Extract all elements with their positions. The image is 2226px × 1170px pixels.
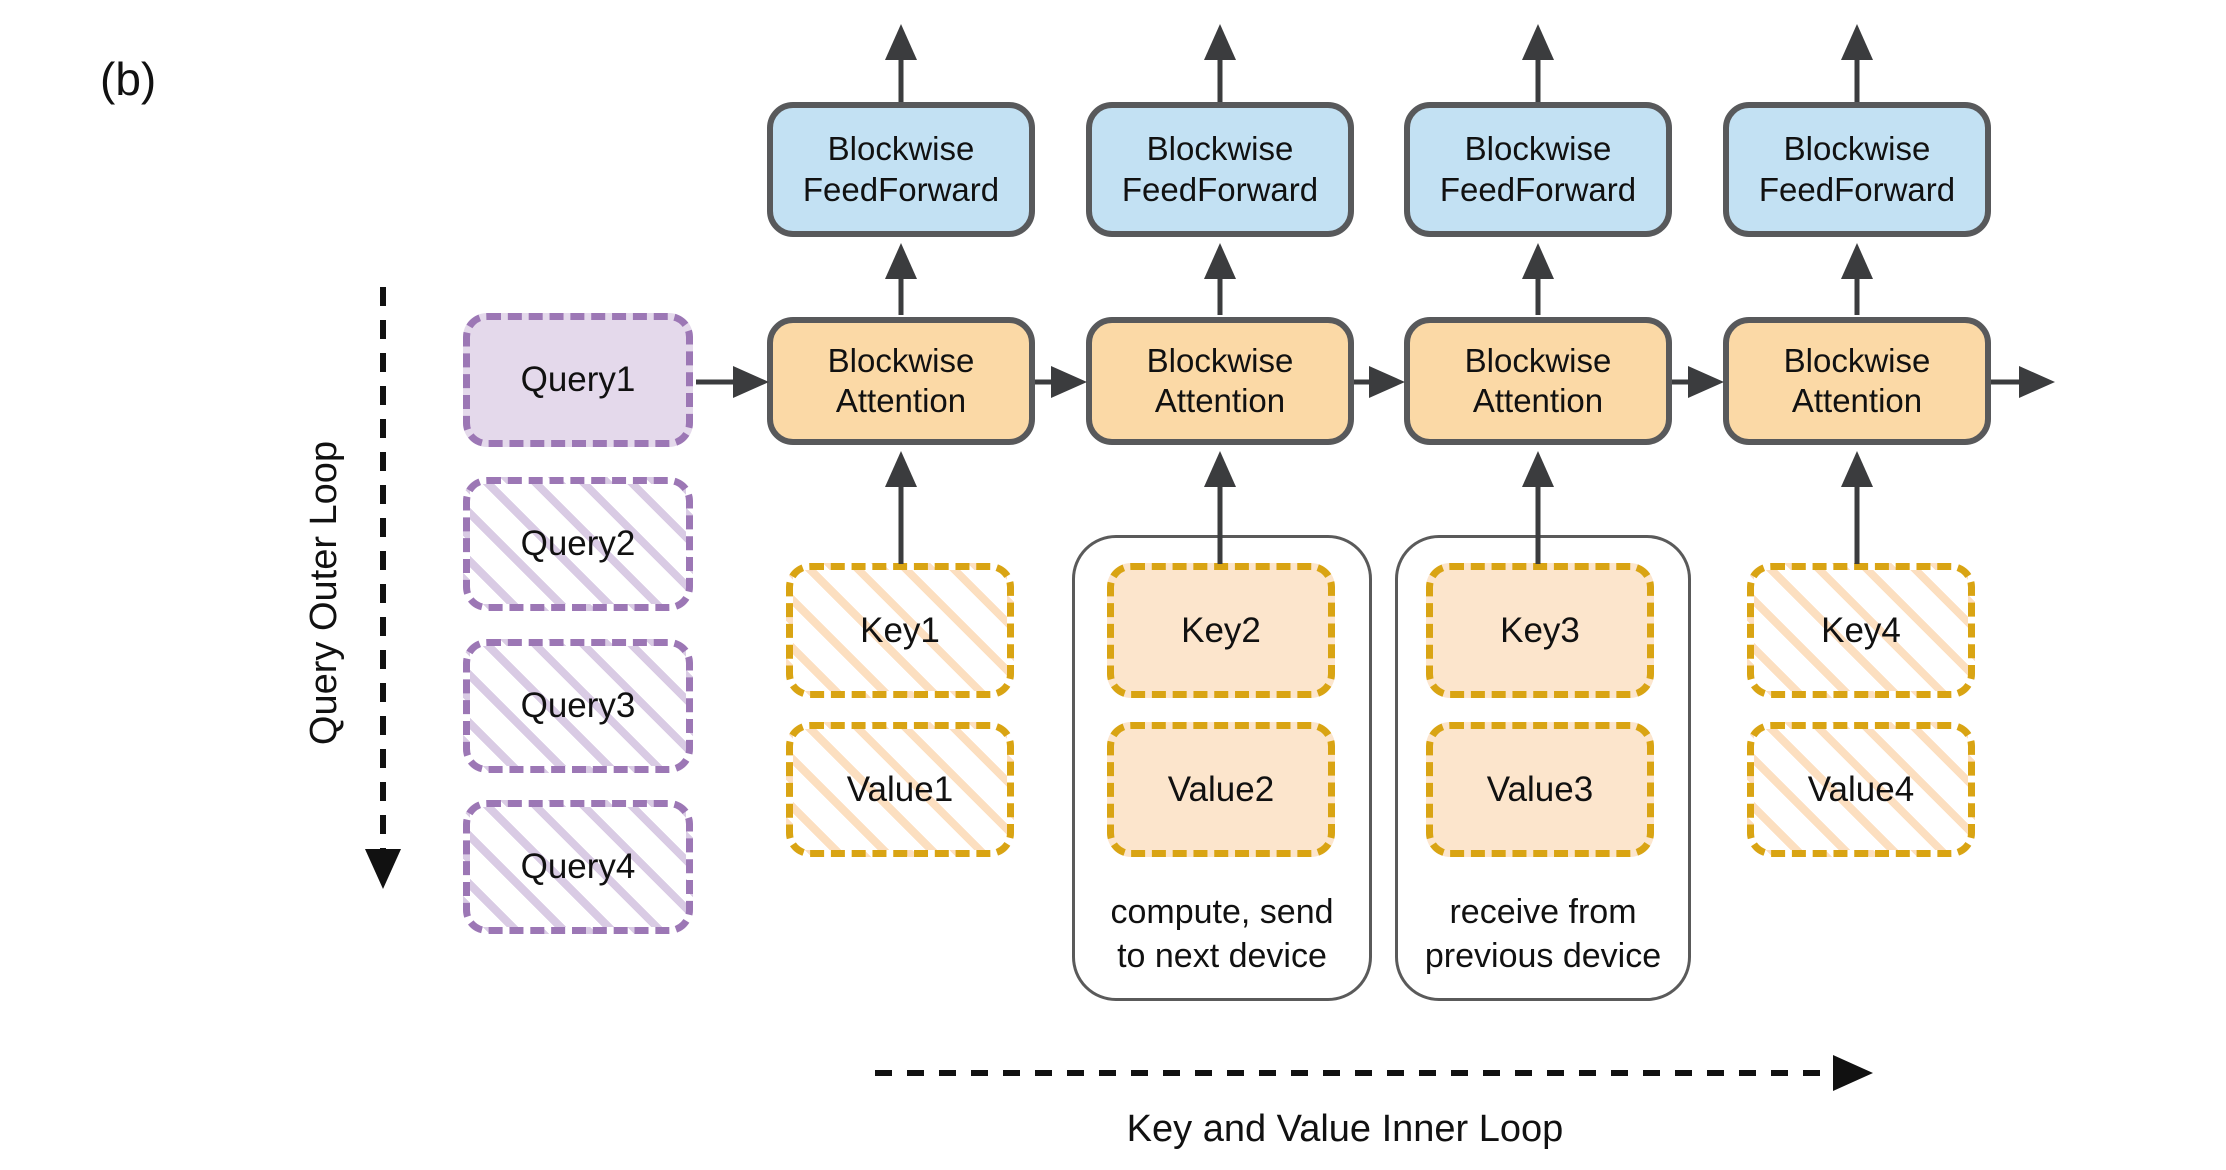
- value-block-3: Value3: [1426, 722, 1654, 857]
- attention-block-3-label: Blockwise Attention: [1464, 341, 1612, 419]
- kv-inner-loop-label: Key and Value Inner Loop: [1126, 1108, 1564, 1150]
- attention-block-1: Blockwise Attention: [767, 317, 1035, 445]
- key-block-2-label: Key2: [1181, 610, 1261, 650]
- value-block-4: Value4: [1747, 722, 1975, 857]
- query-block-4: Query4: [463, 800, 693, 934]
- query-block-1: Query1: [463, 313, 693, 447]
- kv-container-compute-send-note: compute, send to next device: [1110, 892, 1334, 975]
- attention-block-4: Blockwise Attention: [1723, 317, 1991, 445]
- key-block-3: Key3: [1426, 563, 1654, 698]
- value-block-2: Value2: [1107, 722, 1335, 857]
- query-block-3-label: Query3: [520, 686, 636, 725]
- feedforward-block-2-label: Blockwise FeedForward: [1121, 130, 1319, 208]
- feedforward-block-2: Blockwise FeedForward: [1086, 102, 1354, 237]
- key-block-1-label: Key1: [860, 610, 940, 650]
- query-block-4-label: Query4: [520, 847, 636, 886]
- feedforward-block-1-label: Blockwise FeedForward: [802, 130, 1000, 208]
- key-block-2: Key2: [1107, 563, 1335, 698]
- query-outer-loop-label: Query Outer Loop: [303, 440, 345, 746]
- key-block-4: Key4: [1747, 563, 1975, 698]
- feedforward-block-1: Blockwise FeedForward: [767, 102, 1035, 237]
- feedforward-block-4-label: Blockwise FeedForward: [1758, 130, 1956, 208]
- value-block-2-label: Value2: [1167, 769, 1275, 809]
- figure-label: (b): [100, 53, 157, 105]
- kv-container-receive-note: receive from previous device: [1424, 892, 1662, 975]
- attention-block-3: Blockwise Attention: [1404, 317, 1672, 445]
- attention-block-2-label: Blockwise Attention: [1146, 341, 1294, 419]
- key-block-1: Key1: [786, 563, 1014, 698]
- query-block-3: Query3: [463, 639, 693, 773]
- value-block-3-label: Value3: [1486, 769, 1594, 809]
- value-block-4-label: Value4: [1807, 769, 1915, 809]
- value-block-1-label: Value1: [846, 769, 954, 809]
- feedforward-block-3: Blockwise FeedForward: [1404, 102, 1672, 237]
- query-block-1-label: Query1: [520, 360, 636, 399]
- attention-block-4-label: Blockwise Attention: [1783, 341, 1931, 419]
- value-block-1: Value1: [786, 722, 1014, 857]
- feedforward-block-3-label: Blockwise FeedForward: [1439, 130, 1637, 208]
- key-block-3-label: Key3: [1500, 610, 1580, 650]
- key-block-4-label: Key4: [1821, 610, 1901, 650]
- query-block-2: Query2: [463, 477, 693, 611]
- attention-block-2: Blockwise Attention: [1086, 317, 1354, 445]
- attention-block-1-label: Blockwise Attention: [827, 341, 975, 419]
- feedforward-block-4: Blockwise FeedForward: [1723, 102, 1991, 237]
- query-block-2-label: Query2: [520, 524, 636, 563]
